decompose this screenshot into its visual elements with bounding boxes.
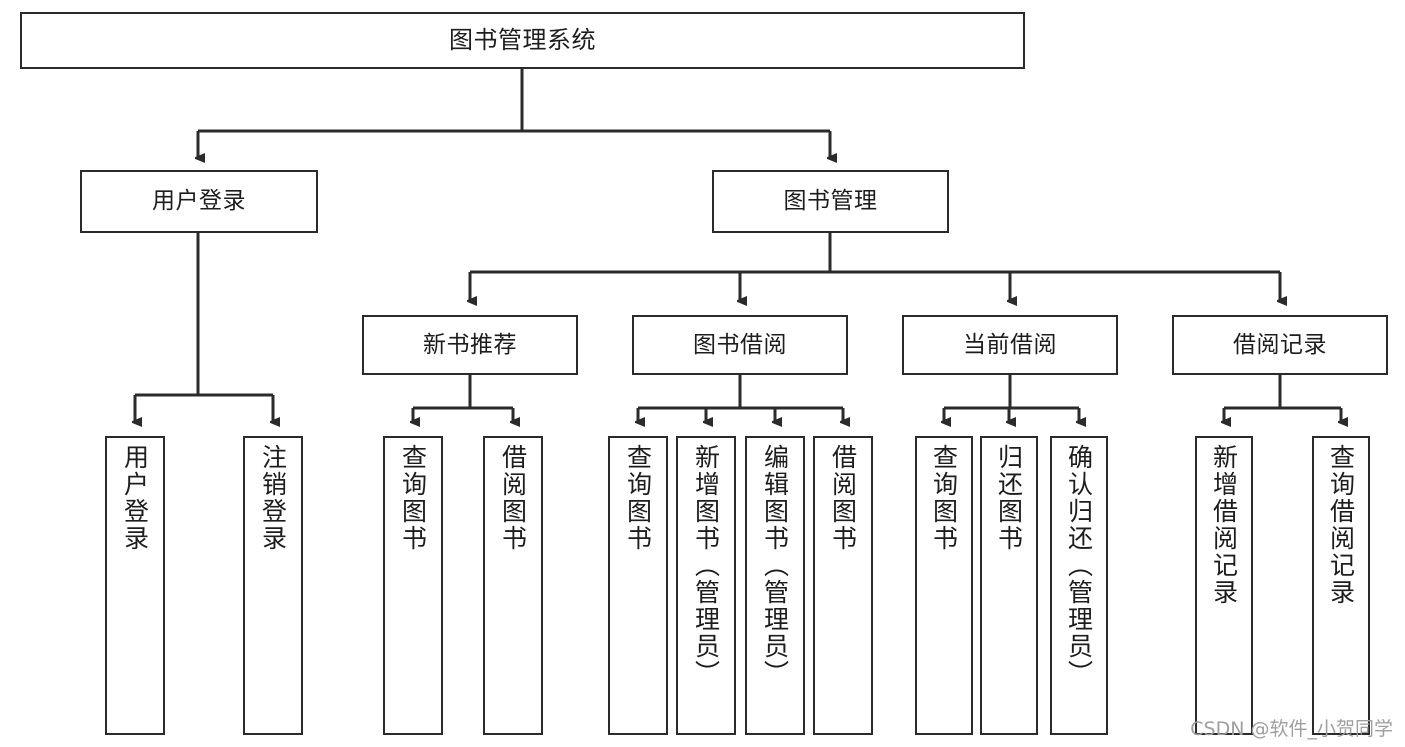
node-borrow-record[interactable]: 借阅记录 bbox=[1172, 315, 1388, 375]
node-label: 当前借阅 bbox=[963, 331, 1057, 358]
node-label: 查询图书 bbox=[398, 444, 428, 552]
node-book-management[interactable]: 图书管理 bbox=[712, 170, 949, 233]
node-label: 归还图书 bbox=[994, 444, 1024, 552]
leaf-user-login-logout[interactable]: 注销登录 bbox=[243, 436, 303, 735]
node-label: 借阅图书 bbox=[828, 444, 858, 552]
node-label: 新增借阅记录 bbox=[1209, 444, 1239, 606]
leaf-current-borrow-confirm-return-admin[interactable]: 确认归还（管理员） bbox=[1050, 436, 1108, 735]
node-label: 查询图书 bbox=[623, 444, 653, 552]
node-label: 新书推荐 bbox=[423, 331, 517, 358]
leaf-user-login-login[interactable]: 用户登录 bbox=[105, 436, 165, 735]
node-user-login[interactable]: 用户登录 bbox=[80, 170, 318, 233]
node-label: 借阅图书 bbox=[498, 444, 528, 552]
leaf-book-borrow-query-book[interactable]: 查询图书 bbox=[608, 436, 668, 735]
node-label: 用户登录 bbox=[120, 444, 150, 552]
node-label: 查询图书 bbox=[929, 444, 959, 552]
leaf-borrow-record-add-record[interactable]: 新增借阅记录 bbox=[1195, 436, 1253, 735]
node-label: 用户登录 bbox=[152, 188, 246, 215]
node-label: 注销登录 bbox=[258, 444, 288, 552]
leaf-book-borrow-edit-book-admin[interactable]: 编辑图书（管理员） bbox=[745, 436, 805, 735]
node-label: 图书管理 bbox=[783, 188, 878, 215]
node-label: 借阅记录 bbox=[1233, 331, 1327, 358]
node-new-book-recommend[interactable]: 新书推荐 bbox=[362, 315, 578, 375]
node-label: 查询借阅记录 bbox=[1326, 444, 1356, 606]
node-label: 图书借阅 bbox=[693, 331, 787, 358]
node-root-book-management-system[interactable]: 图书管理系统 bbox=[20, 12, 1025, 69]
node-label: 确认归还（管理员） bbox=[1064, 444, 1094, 687]
node-label: 编辑图书（管理员） bbox=[760, 444, 790, 687]
leaf-book-borrow-add-book-admin[interactable]: 新增图书（管理员） bbox=[676, 436, 736, 735]
node-label: 新增图书（管理员） bbox=[691, 444, 721, 687]
csdn-watermark: CSDN @软件_小贺同学 bbox=[1190, 718, 1393, 740]
node-current-borrow[interactable]: 当前借阅 bbox=[902, 315, 1118, 375]
leaf-new-book-borrow-book[interactable]: 借阅图书 bbox=[483, 436, 543, 735]
leaf-current-borrow-return-book[interactable]: 归还图书 bbox=[980, 436, 1038, 735]
node-book-borrow[interactable]: 图书借阅 bbox=[632, 315, 848, 375]
leaf-new-book-query-book[interactable]: 查询图书 bbox=[383, 436, 443, 735]
leaf-current-borrow-query-book[interactable]: 查询图书 bbox=[915, 436, 973, 735]
node-label: 图书管理系统 bbox=[449, 25, 596, 54]
leaf-book-borrow-borrow-book[interactable]: 借阅图书 bbox=[813, 436, 873, 735]
leaf-borrow-record-query-record[interactable]: 查询借阅记录 bbox=[1312, 436, 1370, 735]
